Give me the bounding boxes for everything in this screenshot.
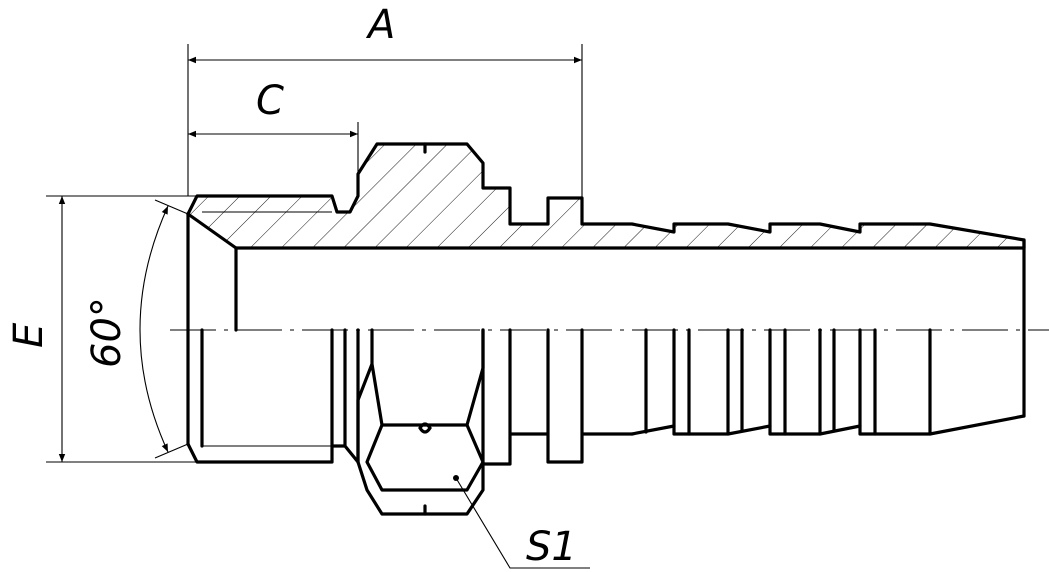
external-view-lower [186, 328, 1026, 516]
dimension-c: C [188, 78, 359, 174]
angle-dimension: 60° [84, 199, 189, 459]
dimension-e: E [6, 195, 197, 463]
thread-outline-lower [186, 328, 334, 464]
hatched-section [188, 144, 1024, 248]
dimension-a: A [187, 2, 583, 198]
barbs-lower [630, 414, 1026, 436]
barb-lines [644, 328, 932, 436]
angle-arc [139, 205, 169, 453]
hex-lower-face [356, 460, 485, 516]
dimension-e-label: E [6, 322, 52, 348]
angle-label: 60° [84, 297, 130, 368]
cone-line [186, 212, 238, 250]
collar-lower [481, 328, 634, 466]
undercut-lower [330, 328, 360, 464]
hex-size-label: S1 [526, 524, 577, 570]
leader-line [455, 477, 590, 569]
hex-size-leader: S1 [453, 475, 590, 570]
hex-notch-mid [418, 422, 432, 434]
upper-outline [186, 142, 1026, 250]
section-upper-wall [186, 142, 1026, 446]
hex-mid-corners [365, 423, 485, 492]
dimension-a-label: A [365, 2, 395, 48]
dimension-c-label: C [256, 78, 284, 124]
